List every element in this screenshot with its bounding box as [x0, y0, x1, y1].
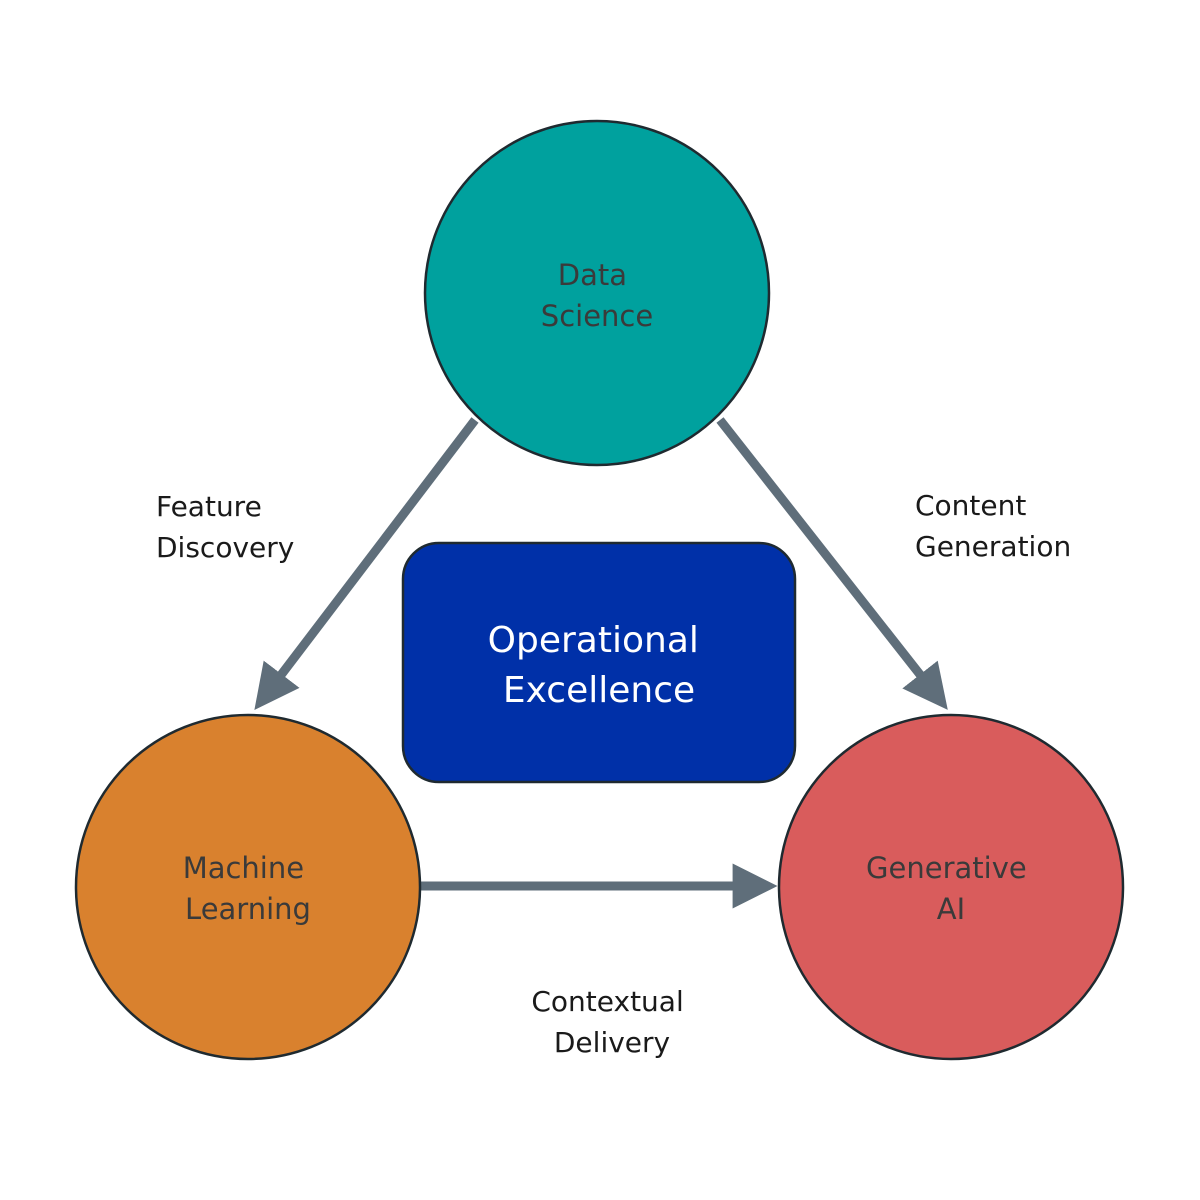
node-data-science-line2: Science: [541, 299, 653, 333]
edge-label-feature-discovery: Feature Discovery: [156, 490, 294, 564]
edge-label-contextual-delivery-line2: Delivery: [554, 1026, 670, 1059]
node-generative-ai-line1: Generative: [866, 851, 1027, 885]
node-machine-learning-line1: Machine: [183, 851, 304, 885]
node-machine-learning-circle: [74, 713, 422, 1061]
node-machine-learning-label: Machine Learning: [183, 851, 314, 926]
edge-label-feature-discovery-line1: Feature: [156, 490, 262, 523]
edge-label-content-generation-line2: Generation: [915, 530, 1071, 563]
node-machine-learning: Machine Learning: [74, 713, 422, 1061]
arrow-content-generation: [716, 417, 948, 710]
center-box-line2: Excellence: [503, 670, 695, 711]
arrow-feature-discovery: [254, 417, 479, 711]
node-generative-ai-label: Generative AI: [866, 851, 1036, 926]
node-data-science-circle: [423, 119, 771, 467]
node-generative-ai-line2: AI: [937, 892, 965, 926]
center-box-label: Operational Excellence: [488, 620, 711, 711]
edge-label-contextual-delivery: Contextual Delivery: [531, 985, 692, 1059]
node-data-science-label: Data Science: [541, 258, 653, 333]
edge-label-contextual-delivery-line1: Contextual: [531, 985, 683, 1018]
edge-label-content-generation-line1: Content: [915, 489, 1026, 522]
center-box-rect: [401, 541, 797, 784]
node-generative-ai: Generative AI: [777, 713, 1125, 1061]
node-machine-learning-line2: Learning: [185, 892, 311, 926]
edge-label-content-generation: Content Generation: [915, 489, 1071, 563]
node-data-science: Data Science: [423, 119, 771, 467]
edge-label-feature-discovery-line2: Discovery: [156, 531, 294, 564]
center-box-line1: Operational: [488, 620, 699, 661]
node-data-science-line1: Data: [558, 258, 627, 292]
node-generative-ai-circle: [777, 713, 1125, 1061]
center-box: Operational Excellence: [401, 541, 797, 784]
